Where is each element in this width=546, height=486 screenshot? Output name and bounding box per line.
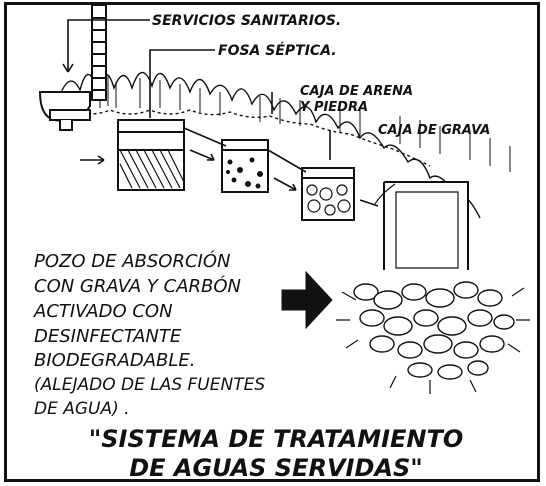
absorption-well: [336, 181, 530, 394]
description-line: DE AGUA) .: [34, 399, 130, 419]
gravel-box: [301, 167, 355, 221]
toilet-structure: [38, 4, 107, 131]
flow-arrows: [80, 127, 379, 207]
description-line: (ALEJADO DE LAS FUENTES: [34, 375, 265, 395]
flow-arrow-large-icon: [281, 270, 333, 330]
sand-stone-box: [221, 139, 269, 193]
diagram-title: "SISTEMA DE TRATAMIENTO DE AGUAS SERVIDA…: [89, 425, 464, 482]
label-fosa-septica: FOSA SÉPTICA.: [218, 42, 337, 59]
leader-lines: [62, 19, 331, 160]
description-block: POZO DE ABSORCIÓN CON GRAVA Y CARBÓN ACT…: [33, 250, 265, 419]
description-line: POZO DE ABSORCIÓN: [34, 250, 230, 272]
title-line: "SISTEMA DE TRATAMIENTO: [89, 425, 464, 453]
description-line: ACTIVADO CON: [33, 301, 173, 322]
septic-tank: [117, 119, 185, 191]
label-caja-grava: CAJA DE GRAVA: [378, 123, 490, 138]
description-line: DESINFECTANTE: [34, 326, 182, 347]
description-line: BIODEGRADABLE.: [34, 350, 195, 371]
label-servicios-sanitarios: SERVICIOS SANITARIOS.: [152, 13, 341, 29]
description-line: CON GRAVA Y CARBÓN: [34, 275, 241, 297]
label-caja-arena-line2: Y PIEDRA: [300, 100, 368, 115]
label-caja-arena-line1: CAJA DE ARENA: [300, 84, 413, 99]
title-line: DE AGUAS SERVIDAS": [129, 454, 423, 482]
